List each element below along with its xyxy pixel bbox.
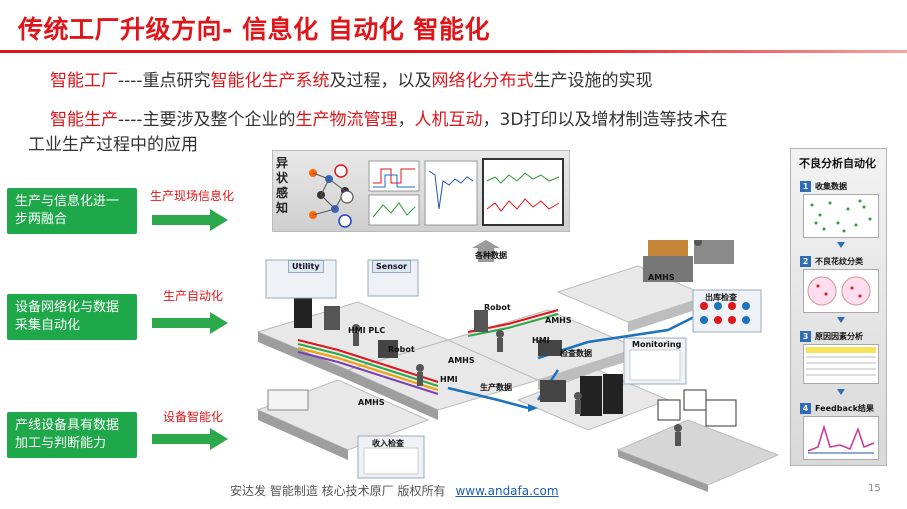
up-arrow-icon xyxy=(472,240,500,262)
feedback-chart-thumbnail xyxy=(803,416,879,460)
utility-label: Utility xyxy=(288,260,324,273)
smart-production-term: 智能生产 xyxy=(50,110,118,130)
inspection-data-label: 检查数据 xyxy=(560,349,592,358)
hmi-plc-label: HMI PLC xyxy=(348,326,386,335)
right-arrow-icon xyxy=(152,209,228,231)
smart-factory-term: 智能工厂 xyxy=(50,71,118,91)
hmi-label-2: HMI xyxy=(440,375,458,384)
down-arrow-icon xyxy=(837,389,845,395)
arrow-label-info: 生产现场信息化 xyxy=(150,189,235,203)
step-label: 原因因素分析 xyxy=(815,332,863,341)
intro-highlight: 人机互动 xyxy=(414,110,483,130)
intro-text: ----主要涉及整个企业的 xyxy=(118,110,296,130)
arrow-label-automation: 生产自动化 xyxy=(163,289,224,303)
scatter-thumbnail xyxy=(803,194,879,238)
step-label: 不良花纹分类 xyxy=(815,257,863,266)
step-number: 4 xyxy=(800,403,811,414)
pattern-thumbnail xyxy=(803,269,879,313)
page-number: 15 xyxy=(868,483,881,494)
anomaly-sensing-label: 异状感知 xyxy=(276,156,289,215)
intro-line-2: 智能生产----主要涉及整个企业的生产物流管理，人机互动，3D打印以及增材制造等… xyxy=(50,105,727,130)
table-thumbnail xyxy=(803,344,879,384)
intro-text: ，3D打印以及增材制造等技术在 xyxy=(482,110,728,130)
various-data-label: 各种数据 xyxy=(475,251,507,260)
defect-analysis-title: 不良分析自动化 xyxy=(799,157,876,170)
factory-illustration xyxy=(256,240,780,492)
intro-highlight: 智能化生产系统 xyxy=(210,71,330,91)
intro-text: 及过程，以及 xyxy=(329,71,432,91)
incoming-inspection-label: 收入检查 xyxy=(372,439,404,448)
down-arrow-icon xyxy=(837,317,845,323)
step-1: 1 收集数据 xyxy=(800,181,847,192)
amhs-label-3: AMHS xyxy=(545,316,572,325)
left-box-network: 设备网络化与数据采集自动化 xyxy=(7,294,137,340)
step-number: 3 xyxy=(800,331,811,342)
sensing-panel-graphics xyxy=(309,158,564,228)
anomaly-sensing-panel xyxy=(272,150,570,232)
node-graph-icon xyxy=(309,164,354,228)
hmi-label-1: HMI xyxy=(532,336,550,345)
intro-text: ， xyxy=(397,110,415,130)
website-link[interactable]: www.andafa.com xyxy=(455,484,559,498)
amhs-label-4: AMHS xyxy=(648,273,675,282)
left-box-info: 生产与信息化进一步两融合 xyxy=(7,188,137,234)
right-arrow-icon xyxy=(152,428,228,450)
amhs-label-2: AMHS xyxy=(358,398,385,407)
production-data-label: 生产数据 xyxy=(480,383,512,392)
intro-highlight: 网络化分布式 xyxy=(431,71,534,91)
amhs-label-1: AMHS xyxy=(448,356,475,365)
step-3: 3 原因因素分析 xyxy=(800,331,863,342)
step-number: 2 xyxy=(800,256,811,267)
arrow-label-smart-equipment: 设备智能化 xyxy=(163,410,224,424)
step-2: 2 不良花纹分类 xyxy=(800,256,863,267)
step-label: 收集数据 xyxy=(815,182,847,191)
step-number: 1 xyxy=(800,181,811,192)
page-title: 传统工厂升级方向- 信息化 自动化 智能化 xyxy=(18,15,490,44)
intro-text: ----重点研究 xyxy=(118,71,211,91)
intro-line-1: 智能工厂----重点研究智能化生产系统及过程，以及网络化分布式生产设施的实现 xyxy=(50,66,653,91)
intro-text: 生产设施的实现 xyxy=(533,71,653,91)
monitoring-label: Monitoring xyxy=(632,340,682,349)
robot-label-1: Robot xyxy=(388,345,415,354)
left-box-equipment: 产线设备具有数据加工与判断能力 xyxy=(7,412,137,458)
title-underline xyxy=(0,50,907,53)
down-arrow-icon xyxy=(837,242,845,248)
footer-text: 安达发 智能制造 核心技术原厂 版权所有 xyxy=(230,484,446,498)
intro-highlight: 生产物流管理 xyxy=(295,110,398,130)
sensor-label: Sensor xyxy=(372,260,412,273)
step-label: Feedback结果 xyxy=(815,404,874,413)
right-arrow-icon xyxy=(152,312,228,334)
intro-line-3: 工业生产过程中的应用 xyxy=(28,135,198,155)
robot-label-2: Robot xyxy=(484,303,511,312)
footer: 安达发 智能制造 核心技术原厂 版权所有 www.andafa.com xyxy=(230,482,559,499)
outgoing-inspection-label: 出库检查 xyxy=(705,293,737,302)
step-4: 4 Feedback结果 xyxy=(800,403,874,414)
